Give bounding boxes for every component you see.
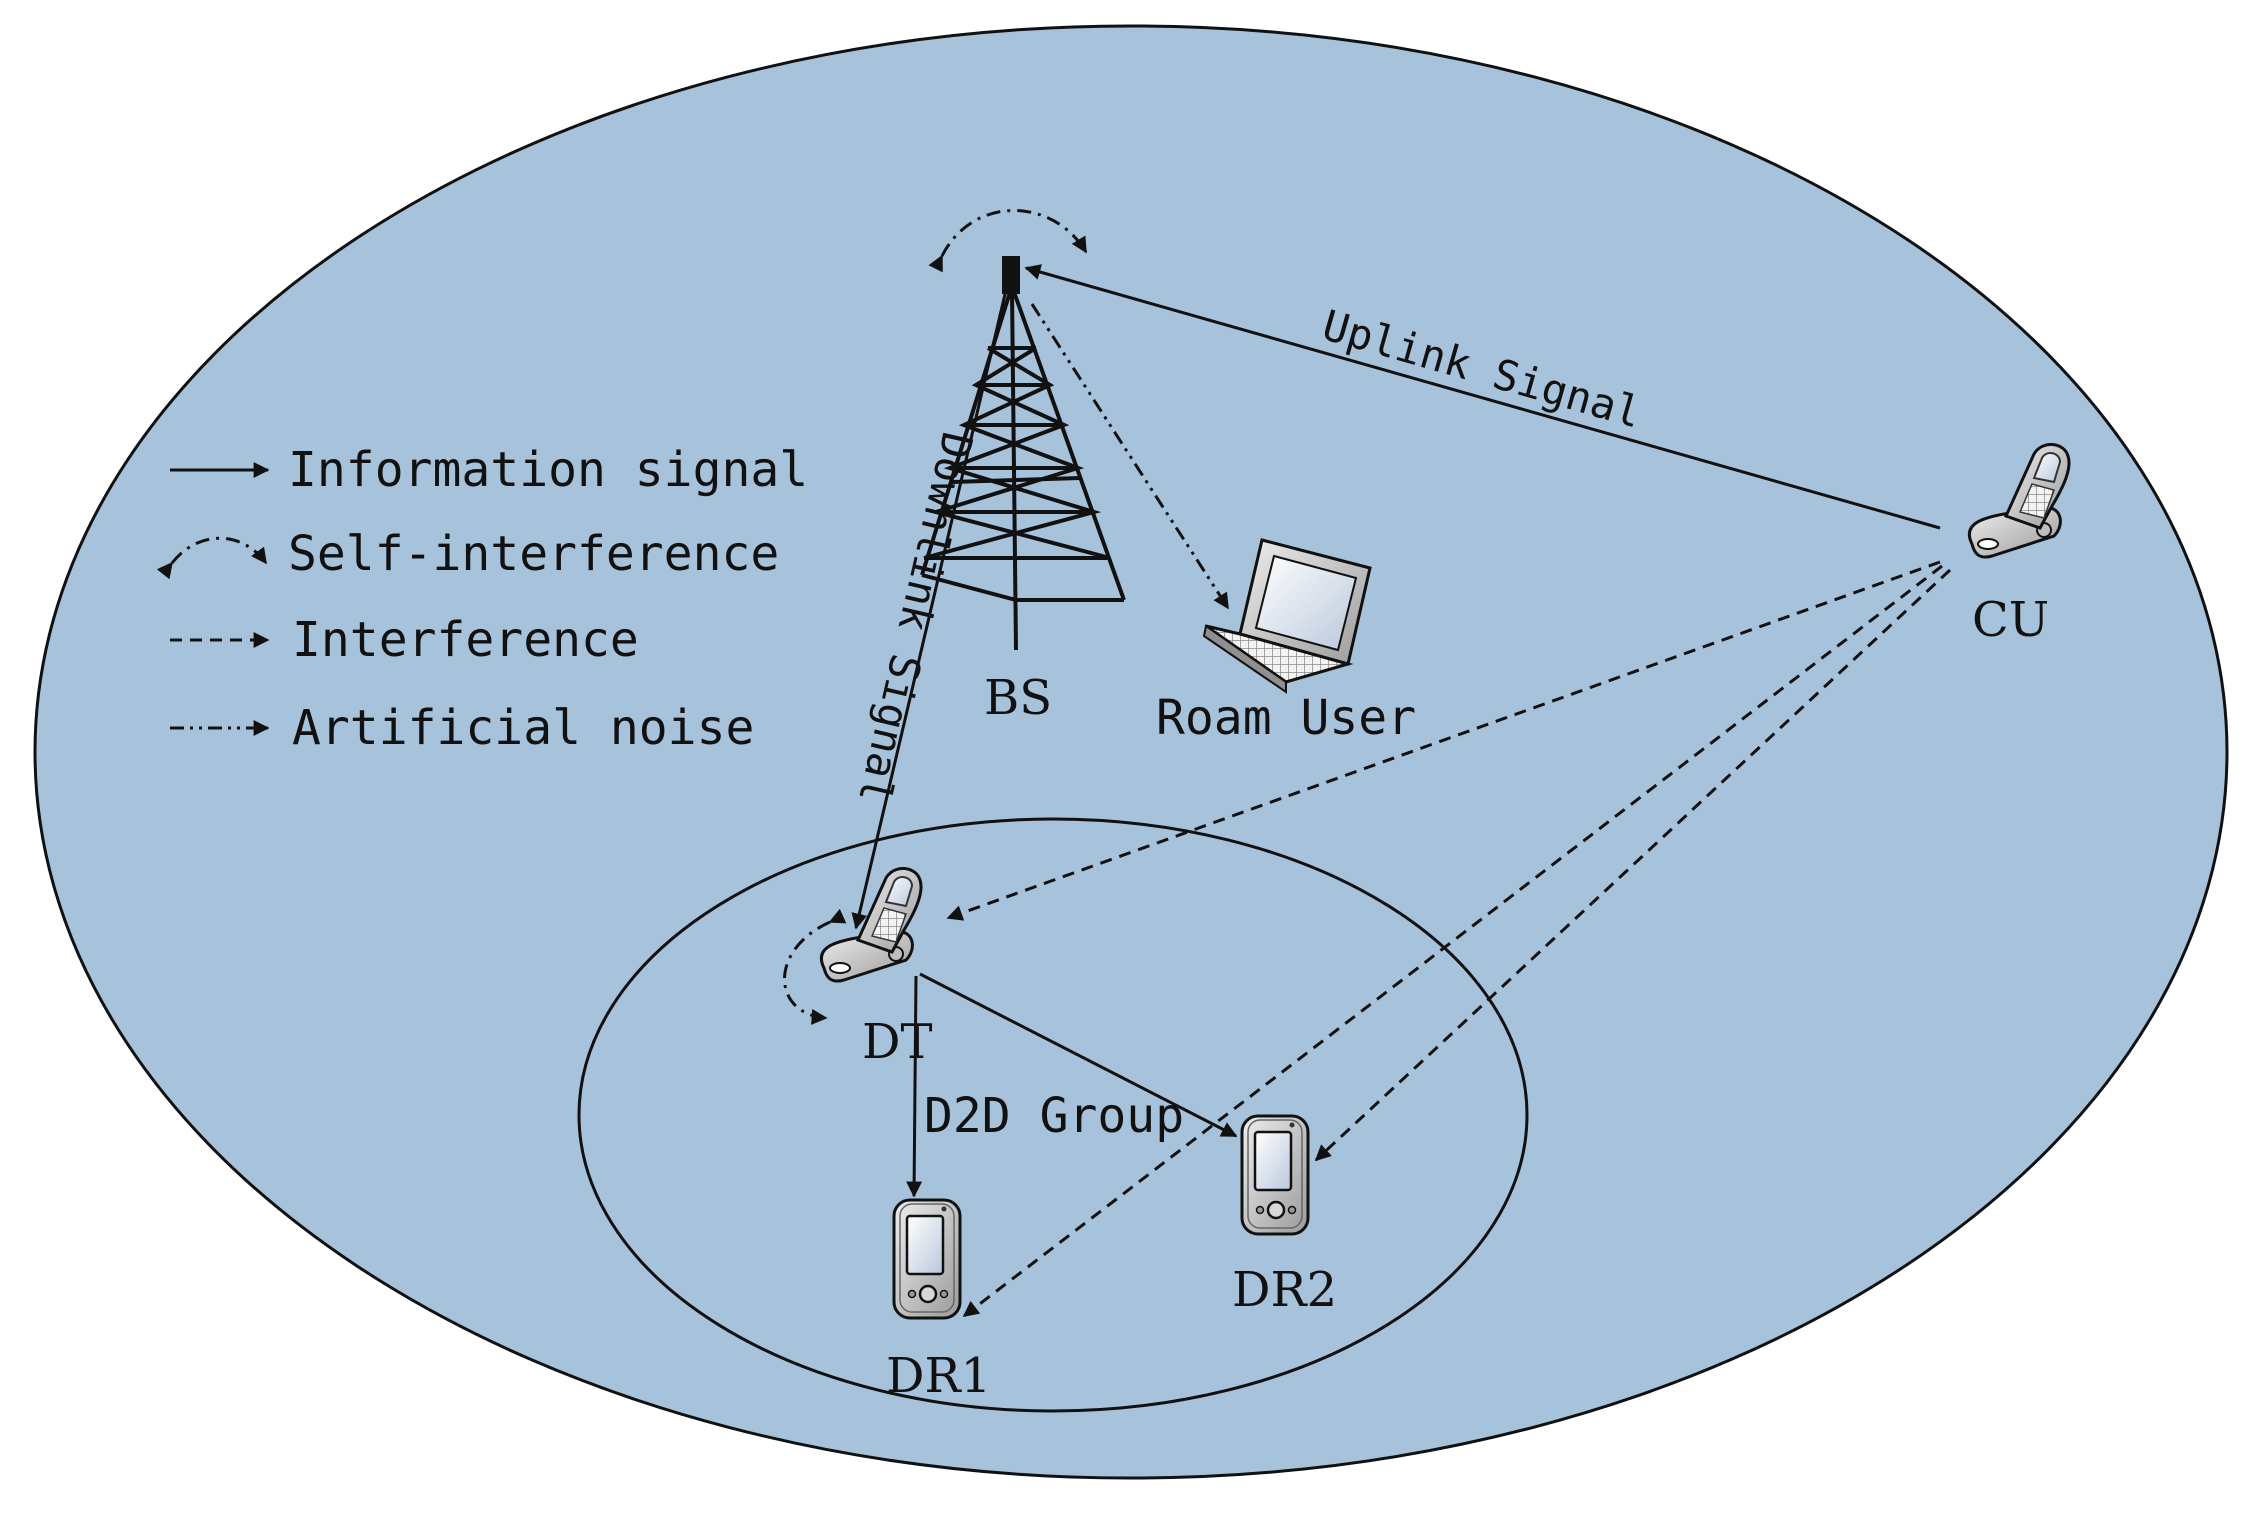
- uplink-signal-arrow: [1024, 264, 1941, 530]
- dr2-pda-icon: [1240, 1114, 1310, 1236]
- d2d-link-dt-to-dr1: [906, 975, 923, 1198]
- roam-user-label: Roam User: [1156, 690, 1416, 746]
- legend-self-interference-label: Self-interference: [288, 526, 779, 582]
- interference-cu-to-dt: [946, 560, 1941, 921]
- downlink-signal-arrow: [851, 289, 1008, 930]
- dr1-pda-icon: [892, 1198, 962, 1320]
- artificial-noise-arrow: [1030, 303, 1230, 610]
- laptop-icon: [1202, 538, 1372, 694]
- d2d-group-area: [577, 817, 1529, 1413]
- dr1-label: DR1: [886, 1348, 991, 1404]
- interference-cu-to-dr1: [962, 564, 1943, 1318]
- cell-coverage-area: [33, 24, 2229, 1480]
- interference-cu-to-dr2: [1314, 568, 1952, 1162]
- legend-information-label: Information signal: [288, 442, 808, 498]
- dt-self-interference-arc: [783, 908, 847, 1025]
- bs-self-interference-arc: [928, 209, 1088, 273]
- legend-artificial-noise-label: Artificial noise: [292, 700, 754, 756]
- bs-label: BS: [984, 670, 1052, 726]
- legend-self-interference-line: [156, 536, 268, 580]
- dt-label: DT: [862, 1014, 933, 1070]
- legend-interference-label: Interference: [292, 612, 639, 668]
- dr2-label: DR2: [1232, 1262, 1337, 1318]
- d2d-group-label: D2D Group: [924, 1088, 1184, 1144]
- legend: Information signal Self-interference Int…: [156, 442, 808, 756]
- d2d-link-dt-to-dr2: [919, 972, 1238, 1138]
- cu-label: CU: [1972, 592, 2049, 648]
